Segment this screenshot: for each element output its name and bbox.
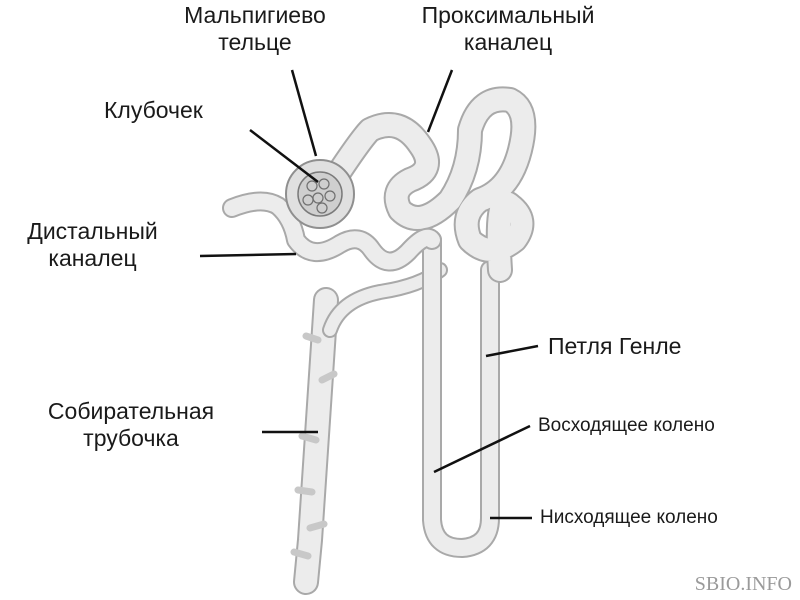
label-collecting-duct-line2: трубочка [83, 425, 179, 451]
watermark: SBIO.INFO [694, 573, 792, 595]
leader-ascending-limb [433, 424, 531, 474]
leader-distal-tubule [199, 252, 297, 258]
label-glomerulus: Клубочек [104, 97, 203, 123]
label-proximal-tubule: Проксимальный каналец [378, 2, 638, 56]
label-distal-tubule-line2: каналец [48, 245, 137, 271]
loop-of-henle [422, 230, 500, 558]
proximal-tubule [317, 86, 537, 283]
label-malpighian-body-line1: Мальпигиево [184, 2, 326, 28]
label-ascending-limb: Восходящее колено [538, 415, 715, 436]
label-distal-tubule: Дистальный каналец [0, 218, 185, 272]
label-descending-limb: Нисходящее колено [540, 507, 718, 528]
label-malpighian-body-line2: тельце [218, 29, 292, 55]
label-distal-tubule-line1: Дистальный [27, 218, 158, 244]
label-collecting-duct: Собирательная трубочка [6, 398, 256, 452]
glomerulus-knot [297, 171, 343, 217]
malpighian-body [285, 159, 355, 229]
collecting-duct [290, 287, 339, 595]
label-malpighian-body: Мальпигиево тельце [145, 2, 365, 56]
label-proximal-tubule-line1: Проксимальный [421, 2, 595, 28]
label-collecting-duct-line1: Собирательная [47, 398, 215, 424]
leader-glomerulus [249, 129, 319, 183]
label-proximal-tubule-line2: каналец [463, 29, 553, 55]
nephron-structure [222, 86, 537, 595]
distal-tubule [222, 191, 442, 272]
leader-malpighian-body [290, 69, 318, 157]
label-loop-of-henle: Петля Генле [548, 333, 682, 359]
leader-loop-of-henle [485, 344, 539, 358]
leader-proximal-tubule [426, 69, 454, 133]
leader-lines [199, 69, 539, 520]
